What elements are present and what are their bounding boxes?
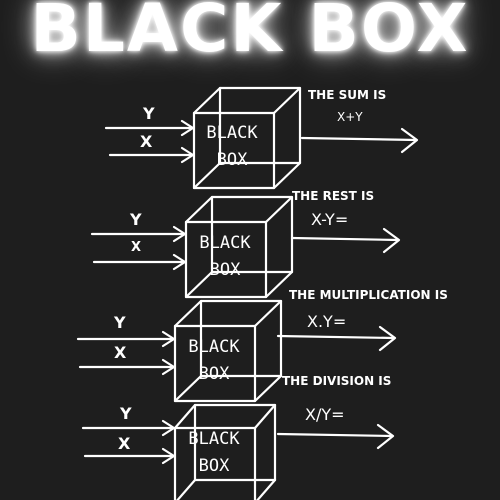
cube-4-label: BLACK BOX: [169, 426, 259, 480]
output-arrow-4: [276, 423, 395, 450]
operation-expression-rest: X-Y=: [311, 210, 349, 229]
operation-expression-multiplication: X.Y=: [307, 312, 347, 331]
input-arrow-y-1: [104, 119, 195, 137]
input-label-x-1: X: [140, 132, 153, 151]
input-arrow-x-4: [83, 447, 176, 465]
cube-1-label: BLACK BOX: [187, 120, 277, 174]
output-arrow-2: [290, 227, 401, 254]
cube-1-line-2: BOX: [216, 150, 248, 170]
cube-4-line-1: BLACK: [188, 429, 240, 449]
input-label-y-2: Y: [130, 210, 142, 229]
operation-label-division: THE DIVISION IS: [282, 374, 392, 388]
input-label-x-3: X: [114, 343, 127, 362]
cube-1-line-1: BLACK: [206, 123, 258, 143]
input-arrow-x-2: [92, 253, 187, 271]
cube-3-line-1: BLACK: [188, 337, 240, 357]
cube-2-label: BLACK BOX: [180, 230, 270, 284]
cube-2-line-2: BOX: [209, 260, 241, 280]
input-arrow-x-3: [78, 358, 176, 376]
cube-2-line-1: BLACK: [199, 233, 251, 253]
operation-label-multiplication: THE MULTIPLICATION IS: [289, 288, 448, 302]
operation-expression-division: X/Y=: [305, 405, 345, 424]
cube-4: [173, 403, 277, 500]
poster-title: BLACK BOX: [30, 0, 470, 67]
input-label-y-4: Y: [120, 404, 132, 423]
cube-3: [173, 299, 283, 403]
input-arrow-y-2: [90, 225, 187, 243]
input-arrow-y-3: [76, 330, 176, 348]
cube-3-label: BLACK BOX: [169, 334, 259, 388]
cube-3-line-2: BOX: [198, 364, 230, 384]
input-label-y-1: Y: [143, 104, 155, 123]
operation-label-rest: THE REST IS: [292, 189, 375, 203]
input-arrow-x-1: [108, 146, 195, 164]
input-label-y-3: Y: [114, 313, 126, 332]
output-arrow-1: [300, 127, 419, 154]
operation-label-sum: THE SUM IS: [308, 88, 387, 102]
cube-4-line-2: BOX: [198, 456, 230, 476]
cube-2: [184, 195, 294, 299]
output-arrow-3: [276, 325, 397, 352]
input-label-x-4: X: [118, 434, 131, 453]
operation-expression-sum: X+Y: [337, 110, 363, 124]
cube-1: [192, 86, 302, 190]
input-label-x-2: X: [131, 240, 142, 255]
input-arrow-y-4: [81, 419, 176, 437]
